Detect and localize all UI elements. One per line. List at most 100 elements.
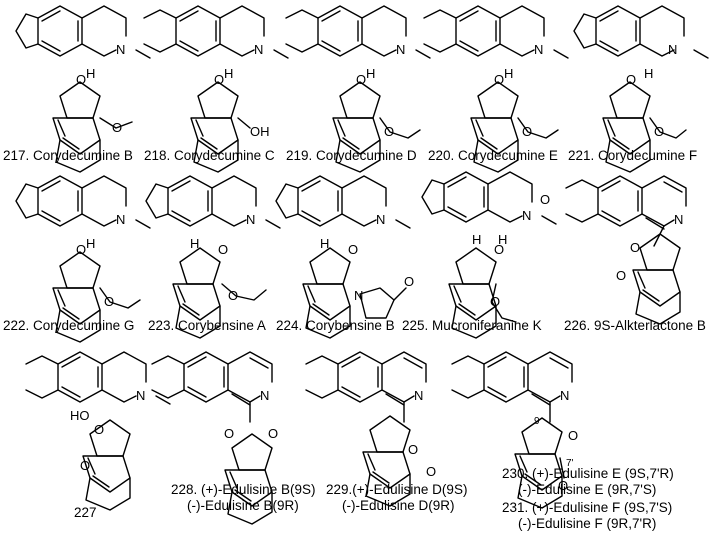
svg-text:N: N	[376, 212, 385, 227]
compound-name-alt: (-)-Edulisine E (9R,7'S)	[518, 482, 657, 497]
compound-number: 231.	[502, 500, 529, 515]
compound-name: Corydecumine C	[174, 148, 275, 163]
svg-text:O: O	[654, 124, 664, 139]
svg-text:O: O	[218, 242, 228, 257]
svg-text:O: O	[540, 192, 550, 207]
compound-number: 218.	[144, 148, 171, 163]
svg-text:O: O	[408, 442, 418, 457]
structure-217: N H O O	[15, 5, 151, 173]
compound-number: 221.	[568, 148, 595, 163]
caption-222: 222. Corydecumine G	[3, 318, 134, 334]
compound-name: (+)-Edulisine B(9S)	[201, 482, 316, 497]
compound-number: 222.	[3, 318, 30, 333]
svg-text:N: N	[396, 42, 405, 57]
compound-number: 229.	[326, 482, 353, 497]
compound-name: Corybensine A	[178, 318, 266, 333]
svg-text:O: O	[104, 294, 114, 309]
svg-text:N: N	[674, 212, 683, 227]
compound-name: Corydecumine E	[458, 148, 558, 163]
svg-text:O: O	[76, 72, 86, 87]
compound-number: 219.	[286, 148, 313, 163]
compound-name: Corybensine B	[306, 318, 395, 333]
caption-230: 230. (+)-Edulisine E (9S,7'R) (-)-Edulis…	[502, 466, 674, 498]
svg-text:O: O	[76, 242, 86, 257]
compound-number: 226.	[564, 318, 591, 333]
svg-text:N: N	[414, 388, 423, 403]
compound-name-alt: (-)-Edulisine B(9R)	[187, 498, 299, 513]
caption-218: 218. Corydecumine C	[144, 148, 275, 164]
svg-text:N: N	[116, 42, 125, 57]
svg-text:O: O	[228, 288, 238, 303]
caption-225: 225. Mucroniferanine K	[402, 318, 542, 334]
svg-text:H: H	[472, 232, 481, 247]
svg-text:H: H	[504, 66, 513, 81]
svg-text:O: O	[94, 422, 104, 437]
caption-228: 228. (+)-Edulisine B(9S) (-)-Edulisine B…	[171, 482, 315, 514]
svg-text:O: O	[214, 72, 224, 87]
compound-name: Corydecumine B	[33, 148, 133, 163]
structure-230-231: N 9 O 7' O	[451, 351, 578, 509]
svg-text:O: O	[384, 124, 394, 139]
svg-text:H: H	[320, 236, 329, 251]
compound-name-alt: (-)-Edulisine D(9R)	[342, 498, 455, 513]
svg-text:N: N	[254, 42, 263, 57]
svg-text:N: N	[246, 212, 255, 227]
caption-224: 224. Corybensine B	[276, 318, 395, 334]
svg-text:O: O	[490, 294, 500, 309]
structure-220: N H O O	[423, 5, 569, 173]
svg-text:H: H	[498, 232, 507, 247]
svg-text:N: N	[354, 288, 363, 303]
svg-text:O: O	[626, 72, 636, 87]
compound-name: (+)-Edulisine E (9S,7'R)	[532, 466, 674, 481]
compound-name: 9S-Alkterlactone B	[594, 318, 706, 333]
structure-227: N HO O O	[25, 351, 171, 511]
svg-text:O: O	[112, 120, 122, 135]
caption-227: 227	[74, 505, 97, 521]
compound-number: 228.	[171, 482, 198, 497]
svg-text:N: N	[668, 42, 677, 57]
svg-text:OH: OH	[250, 124, 270, 139]
compound-number: 230.	[502, 466, 529, 481]
caption-223: 223. Corybensine A	[148, 318, 266, 334]
svg-text:O: O	[494, 242, 504, 257]
svg-text:O: O	[348, 242, 358, 257]
compound-name-alt: (-)-Edulisine F (9R,7'R)	[518, 516, 657, 531]
compound-number: 225.	[402, 318, 429, 333]
svg-text:O: O	[268, 426, 278, 441]
caption-221: 221. Corydecumine F	[568, 148, 697, 164]
svg-text:O: O	[356, 72, 366, 87]
caption-229: 229.(+)-Edulisine D(9S) (-)-Edulisine D(…	[326, 482, 467, 514]
caption-231: 231. (+)-Edulisine F (9S,7'S) (-)-Edulis…	[502, 500, 672, 532]
svg-text:HO: HO	[70, 408, 90, 423]
compound-number: 217.	[3, 148, 30, 163]
svg-text:7': 7'	[566, 458, 574, 469]
structure-225: N O H H O O	[421, 171, 557, 339]
svg-text:O: O	[80, 458, 90, 473]
svg-text:H: H	[644, 66, 653, 81]
svg-text:O: O	[426, 464, 436, 479]
compound-number: 224.	[276, 318, 303, 333]
structure-223: N H O O	[145, 175, 281, 339]
caption-219: 219. Corydecumine D	[286, 148, 417, 164]
svg-text:N: N	[534, 42, 543, 57]
caption-217: 217. Corydecumine B	[3, 148, 133, 164]
structure-224: N H O N O	[275, 175, 414, 339]
compound-number: 227	[74, 505, 97, 520]
svg-text:N: N	[522, 208, 531, 223]
svg-text:H: H	[86, 236, 95, 251]
compound-name: Mucroniferanine K	[432, 318, 542, 333]
caption-226: 226. 9S-Alkterlactone B	[564, 318, 706, 334]
svg-text:O: O	[630, 240, 640, 255]
structure-222: N H O O	[15, 175, 151, 343]
svg-text:O: O	[494, 72, 504, 87]
svg-text:N: N	[136, 388, 145, 403]
svg-text:O: O	[522, 124, 532, 139]
svg-text:H: H	[86, 66, 95, 81]
svg-text:H: H	[224, 66, 233, 81]
svg-text:H: H	[366, 66, 375, 81]
structure-221: N H O O	[573, 5, 709, 173]
compound-name: Corydecumine G	[33, 318, 135, 333]
structure-226: N O O	[565, 175, 687, 325]
structure-218: N H O OH	[143, 5, 289, 173]
